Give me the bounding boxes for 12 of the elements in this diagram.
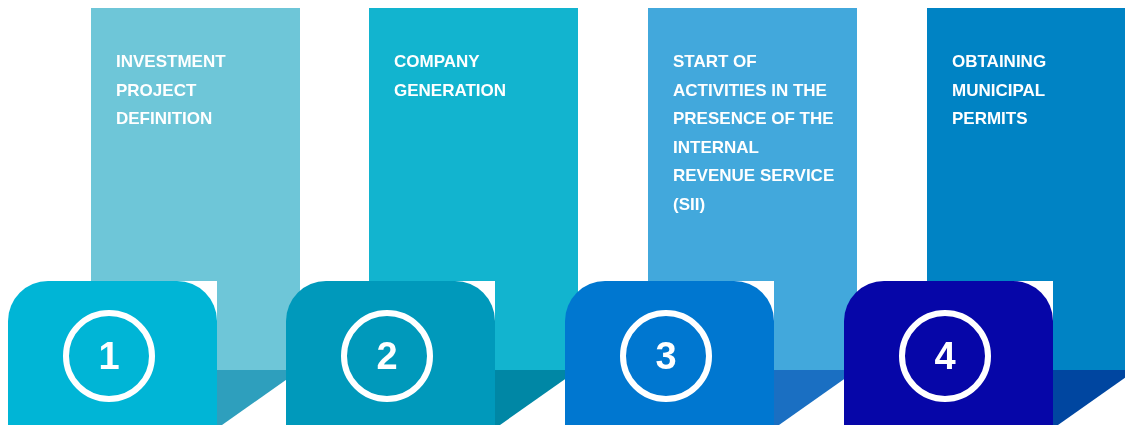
step-title: OBTAINING MUNICIPAL PERMITS [952, 51, 1048, 130]
number-tab [286, 281, 495, 425]
step-panel [927, 8, 1125, 281]
step-panel [369, 8, 578, 281]
step-title: COMPANY GENERATION [394, 51, 508, 102]
number-tab [8, 281, 217, 425]
number-tab [844, 281, 1053, 425]
step-panel [91, 8, 300, 281]
step-panel [648, 8, 857, 281]
step-title: START OF ACTIVITIES IN THE PRESENCE OF THE INTERNAL REVENUE SERVICE (SII) [673, 51, 836, 216]
number-tab [565, 281, 774, 425]
step-title: INVESTMENT PROJECT DEFINITION [116, 51, 227, 130]
